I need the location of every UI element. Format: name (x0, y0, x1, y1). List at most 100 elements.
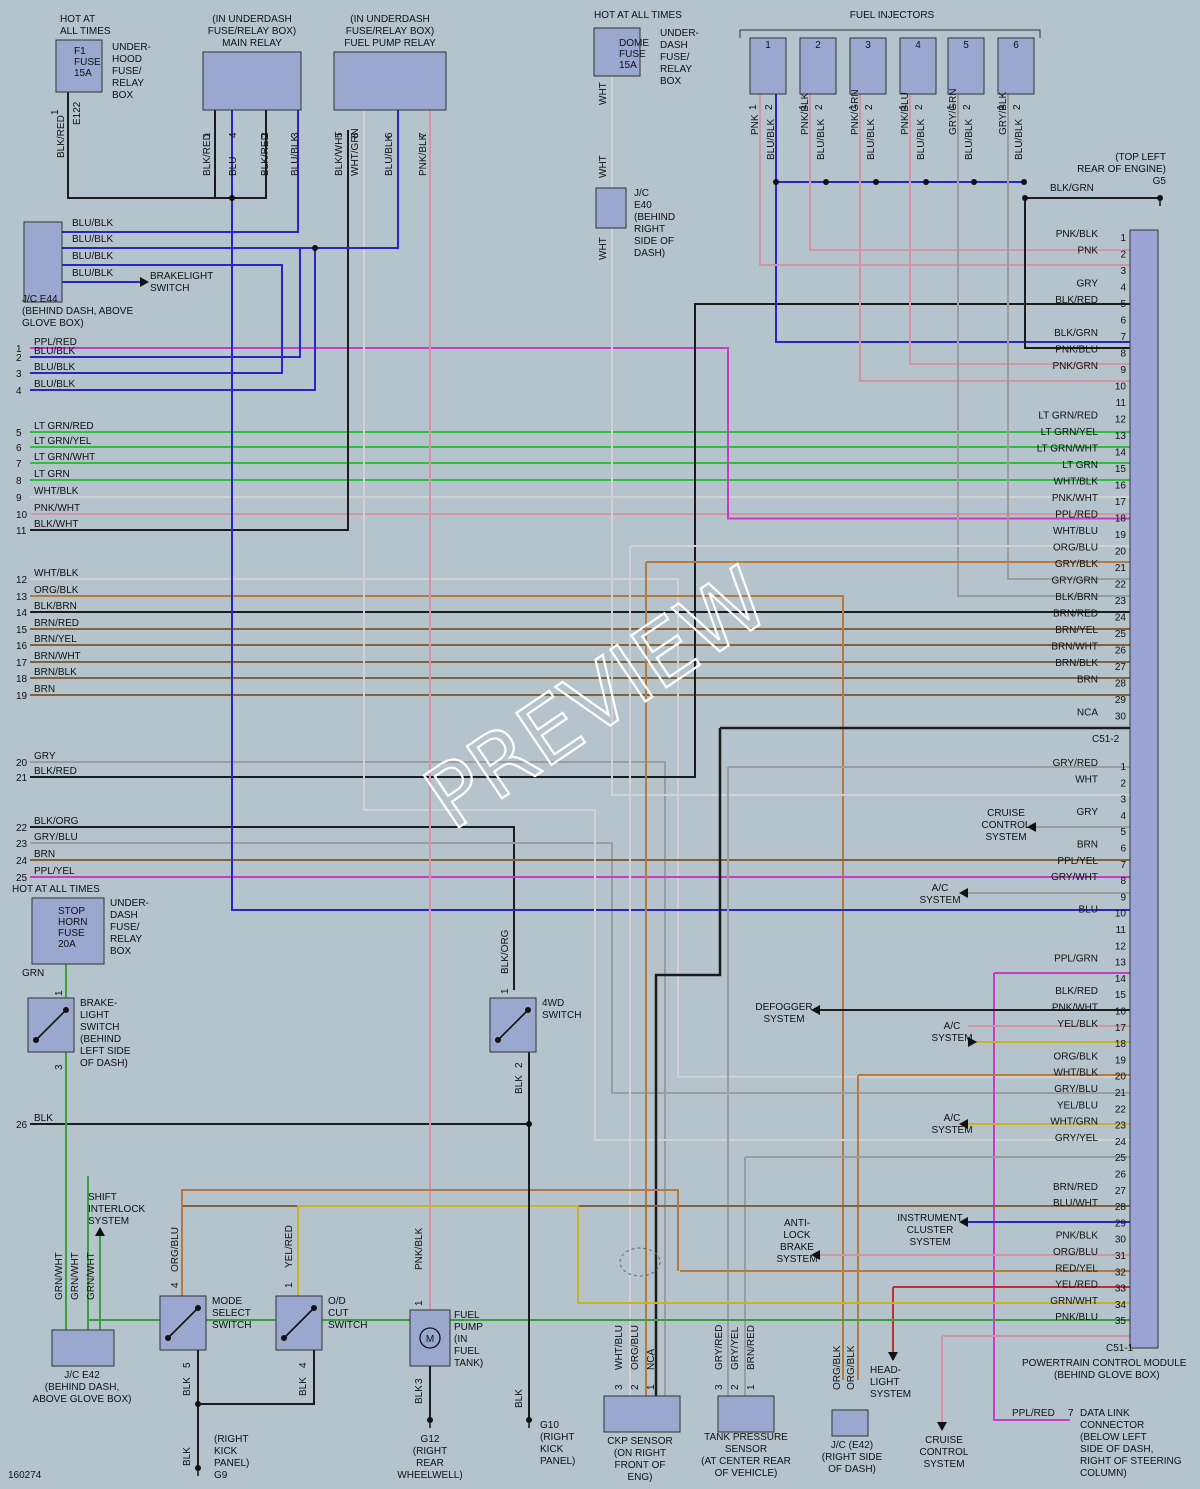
wire-fp-blublk (70, 110, 399, 249)
jc-e42-left-wire: GRN/WHT (54, 1252, 65, 1300)
left-wire-number: 26 (16, 1120, 28, 1131)
c51-2-pin: 8 (1120, 876, 1126, 887)
c51-1-wire: BRN/YEL (1055, 625, 1098, 636)
wire-blk-red-21 (30, 303, 1130, 778)
wire-mode (181, 1189, 679, 1296)
wire-od (297, 1205, 579, 1303)
injector-wire: BLU/BLK (766, 119, 777, 160)
c51-1-pin: 19 (1115, 530, 1127, 541)
data-link-desc: (BELOW LEFT (1080, 1432, 1147, 1443)
jc-e42-right-wire: ORG/BLK (846, 1345, 857, 1390)
jc-e42-right-desc: OF DASH) (828, 1464, 876, 1475)
main-relay-wire: BLU (228, 157, 239, 176)
left-wire-color: PPL/RED (34, 337, 77, 348)
injector-wire: GRY/GRN (948, 89, 959, 136)
fuel-injector-3 (849, 37, 887, 95)
jc-e42-left-desc: J/C E42 (64, 1370, 100, 1381)
c51-2-pin: 34 (1115, 1300, 1127, 1311)
left-wire-color: BLU/BLK (34, 362, 75, 373)
injector-wire: GRY/BLK (998, 92, 1009, 135)
od-cut-desc: CUT (328, 1308, 349, 1319)
splice-dot (1021, 179, 1027, 185)
splice-dot (281, 1335, 287, 1341)
arrow-icon (888, 1352, 898, 1361)
jc-e44-wire: BLU/BLK (72, 268, 113, 279)
jc-e42-right (831, 1409, 869, 1437)
c51-2-wire: YEL/BLU (1057, 1100, 1098, 1111)
left-wire-color: BLK (34, 1113, 53, 1124)
injector-pin: 1 (946, 104, 957, 110)
stop-horn-wire: GRN (22, 968, 44, 979)
wire-inj5 (957, 94, 1130, 597)
arrow-icon (959, 888, 968, 898)
stop-horn-desc: RELAY (110, 934, 142, 945)
c51-2-wire: GRN/WHT (1050, 1296, 1098, 1307)
fourwd-switch-desc: SWITCH (542, 1010, 581, 1021)
wire-nca-down (654, 728, 722, 1400)
jc-e42-left-wire: GRN/WHT (70, 1252, 81, 1300)
ckp-sensor-desc: FRONT OF (615, 1460, 666, 1471)
jc-e40-name: E40 (634, 200, 652, 211)
mode-select-desc: SELECT (212, 1308, 251, 1319)
c51-2-pin: 33 (1115, 1284, 1127, 1295)
left-wire-number: 24 (16, 856, 28, 867)
ckp-sensor-desc: (ON RIGHT (614, 1448, 666, 1459)
ground-g12-desc: (RIGHT (413, 1446, 447, 1457)
fuel-injector-number: 1 (765, 40, 771, 51)
c51-2-wire: GRY/YEL (1055, 1133, 1099, 1144)
mode-select-wire: ORG/BLU (170, 1227, 181, 1272)
fuse-f1-desc: FUSE/ (112, 66, 142, 77)
ac-system-label: A/C (944, 1113, 961, 1124)
c51-2-pin: 24 (1115, 1137, 1127, 1148)
fuel-pump-relay-wire: PNK/BLK (418, 133, 429, 176)
left-wire-color: BRN/YEL (34, 634, 77, 645)
jc-e44-desc: GLOVE BOX) (22, 318, 84, 329)
jc-e40-wire-bottom: WHT (598, 237, 609, 260)
c51-2-wire: PNK/WHT (1052, 1003, 1098, 1014)
fuse-f1-desc: RELAY (112, 78, 144, 89)
ac-system-label: SYSTEM (931, 1125, 972, 1136)
c51-2-wire: BLU (1079, 905, 1098, 916)
left-wire-color: ORG/BLK (34, 585, 79, 596)
wire-gry-blu-23 (30, 842, 1130, 1094)
c51-1-pin: 5 (1120, 299, 1126, 310)
ckp-sensor (603, 1395, 681, 1433)
mode-select-desc: SWITCH (212, 1320, 251, 1331)
c51-2-wire: WHT (1075, 774, 1098, 785)
fuel-pump-desc: PUMP (454, 1322, 483, 1333)
wire-f1 (67, 92, 215, 199)
dome-fuse (593, 27, 641, 77)
c51-2-wire: YEL/BLK (1057, 1019, 1098, 1030)
brakelight-switch-desc: LIGHT (80, 1010, 109, 1021)
jc-e40-name: J/C (634, 188, 649, 199)
stop-horn-name: HORN (58, 917, 87, 928)
left-wire-number: 16 (16, 641, 28, 652)
fuel-pump-wire: BLK (414, 1385, 425, 1404)
tank-wire: GRY/YEL (730, 1326, 741, 1370)
injector-wire: PNK/BLU (900, 92, 911, 135)
left-wire-color: BRN (34, 849, 55, 860)
splice-dot (971, 179, 977, 185)
ac-system-label: A/C (932, 883, 949, 894)
shift-interlock-label: SYSTEM (88, 1216, 129, 1227)
fuel-injector-number: 3 (865, 40, 871, 51)
fuel-pump-pin: 1 (414, 1300, 425, 1306)
fuel-injector-number: 4 (915, 40, 921, 51)
c51-2-wire: ORG/BLK (1054, 1051, 1099, 1062)
c51-1-pin: 17 (1115, 497, 1127, 508)
c51-1-wire: GRY (1077, 279, 1099, 290)
wires-layer (30, 76, 1160, 1468)
c51-2-wire: YEL/RED (1055, 1280, 1098, 1291)
left-wire-number: 8 (16, 476, 22, 487)
fuel-injector-5 (947, 37, 985, 95)
fuel-pump-relay-wire: BLU/BLK (384, 135, 395, 176)
fuse-f1-header: ALL TIMES (60, 26, 111, 37)
connector-c51-1: C51-1 (1106, 1343, 1134, 1354)
fuel-pump-desc: FUEL (454, 1346, 480, 1357)
c51-2-pin: 19 (1115, 1055, 1127, 1066)
c51-2-pin: 30 (1115, 1235, 1127, 1246)
brakelight-switch-pin: 3 (54, 1064, 65, 1070)
c51-1-wire: PNK (1077, 246, 1098, 257)
dome-fuse-desc: BOX (660, 76, 681, 87)
